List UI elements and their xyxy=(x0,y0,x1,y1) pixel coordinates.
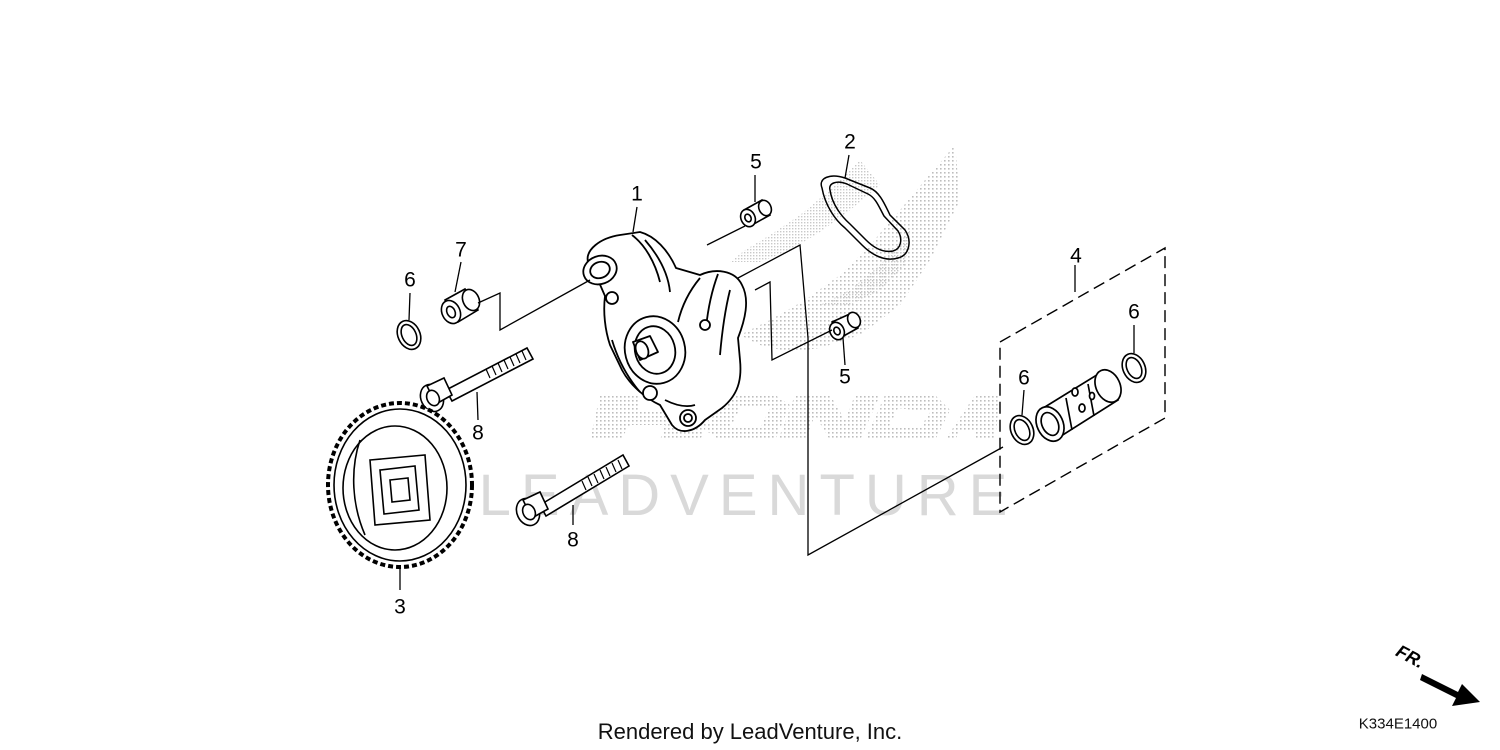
part-2-gasket[interactable] xyxy=(820,175,910,260)
front-direction-arrow-icon xyxy=(1420,674,1480,706)
part-3-driven-gear[interactable] xyxy=(326,401,474,569)
part-6-o-ring-middle[interactable] xyxy=(1006,412,1039,448)
diagram-code: K334E1400 xyxy=(1358,715,1438,733)
callout-part-4: 4 xyxy=(1070,244,1082,268)
part-8-bolt-lower[interactable] xyxy=(512,453,631,529)
part-5-dowel-pin-upper[interactable] xyxy=(738,198,774,229)
callout-part-6-right: 6 xyxy=(1128,300,1140,324)
part-4-relief-valve[interactable] xyxy=(1031,366,1126,446)
part-5-dowel-pin-lower[interactable] xyxy=(827,310,863,342)
part-6-o-ring-right[interactable] xyxy=(1118,350,1151,386)
callout-part-2: 2 xyxy=(844,130,856,154)
honda-wing-watermark xyxy=(730,145,960,352)
leader-lines xyxy=(399,154,1135,590)
part-1-oil-pump[interactable] xyxy=(579,231,747,432)
callout-part-5-upper: 5 xyxy=(750,150,762,174)
callout-part-8-lower: 8 xyxy=(567,528,579,552)
callout-part-5-lower: 5 xyxy=(839,365,851,389)
part-8-bolt-upper[interactable] xyxy=(416,346,535,415)
rendered-by-credit: Rendered by LeadVenture, Inc. xyxy=(597,719,903,744)
callout-part-6-middle: 6 xyxy=(1018,366,1030,390)
part-7-collar[interactable] xyxy=(438,287,483,327)
callout-part-8-upper: 8 xyxy=(472,421,484,445)
callout-part-1: 1 xyxy=(631,182,643,206)
callout-part-6-left: 6 xyxy=(404,268,416,292)
callout-part-3: 3 xyxy=(394,595,406,619)
honda-letters-watermark xyxy=(590,395,1000,440)
part-4-group-box xyxy=(999,246,1166,514)
part-6-o-ring-left[interactable] xyxy=(393,317,426,353)
callout-part-7: 7 xyxy=(455,238,467,262)
